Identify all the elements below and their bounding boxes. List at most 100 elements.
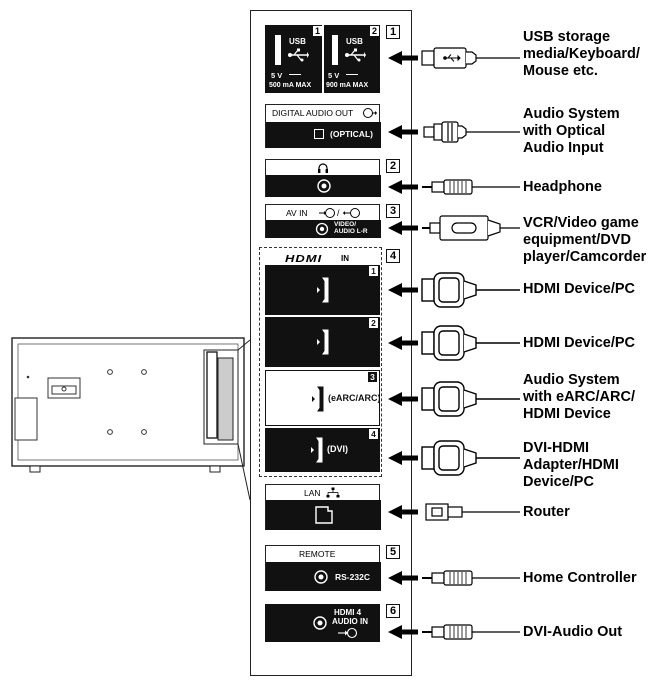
label-line: Mouse etc.: [523, 63, 598, 79]
hdmi-plug-icon: [421, 325, 520, 361]
usb-current: 900 mA MAX: [326, 82, 369, 89]
hdmi-port-number: 1: [369, 266, 378, 276]
jack-socket-icon: [313, 616, 327, 630]
usb-voltage: 5 V: [328, 71, 340, 80]
label-line: Audio Input: [523, 140, 604, 156]
label-router: Router: [523, 504, 570, 521]
remote-port[interactable]: REMOTE RS-232C: [265, 545, 381, 591]
hdmi-arrow-icon: [388, 336, 418, 350]
optical-cable-plug-icon: [423, 121, 520, 143]
label-line: USB storage: [523, 29, 611, 45]
hdmi-arrow-icon: [388, 283, 418, 297]
usb-port-number: 2: [370, 26, 379, 36]
hdmi-port-4[interactable]: 4 (DVI): [265, 428, 380, 472]
hdmi-arrow-icon: [388, 451, 418, 465]
lan-cable-plug-icon: [425, 503, 520, 521]
label-line: HDMI Device/PC: [523, 335, 636, 351]
hdmi-port-number: 3: [368, 372, 377, 382]
label-line: player/Camcorder: [523, 249, 647, 265]
label-headphone: Headphone: [523, 179, 602, 196]
input-arrow-icon: [338, 627, 358, 639]
usb-port-1[interactable]: USB 1 5 V 500 mA MAX: [265, 25, 322, 93]
usb-title: USB: [289, 37, 306, 46]
label-line: Audio System: [523, 372, 620, 388]
mini-jack-plug-icon: [422, 624, 520, 640]
optical-socket-icon: [314, 129, 324, 139]
usb-port-2[interactable]: USB 2 5 V 900 mA MAX: [324, 25, 380, 93]
hdmi-port-3[interactable]: 3 (eARC/ARC): [265, 370, 381, 426]
hdmi-plug-icon: [421, 440, 520, 476]
group-number-1: 1: [386, 25, 400, 39]
hdmi-logo: HDMI: [285, 252, 323, 265]
hdmi-socket-icon: [317, 277, 329, 303]
headphone-icon: [318, 163, 328, 173]
optical-audio-out-port[interactable]: DIGITAL AUDIO OUT (OPTICAL): [265, 104, 381, 148]
headphone-arrow-icon: [388, 180, 418, 194]
av-in-title: AV IN: [286, 208, 308, 218]
hdmi-socket-icon: [317, 329, 329, 355]
hdmi-port-2[interactable]: 2: [265, 317, 380, 367]
remote-label: RS-232C: [335, 572, 370, 582]
mini-jack-plug-icon: [422, 179, 520, 195]
group-number-3: 3: [386, 204, 400, 218]
svg-text:/: /: [337, 208, 340, 218]
lan-title: LAN: [304, 488, 321, 498]
headphone-port[interactable]: [265, 159, 381, 197]
label-line: VCR/Video game: [523, 215, 639, 231]
usb-symbol-icon: [345, 48, 366, 62]
output-arrow-icon: [363, 108, 377, 118]
hdmi-audio-line1: HDMI 4: [334, 608, 362, 617]
usb-current: 500 mA MAX: [269, 82, 312, 89]
av-cable-plug-icon: [422, 215, 520, 241]
optical-label: (OPTICAL): [330, 129, 373, 139]
hdmi-plug-icon: [421, 381, 520, 417]
mini-jack-plug-icon: [422, 570, 520, 586]
hdmi-audio-line2: AUDIO IN: [332, 617, 368, 626]
usb-symbol-icon: [288, 48, 309, 62]
lan-port[interactable]: LAN: [265, 484, 381, 530]
hdmi-arrow-icon: [388, 392, 418, 406]
group-number-2: 2: [386, 159, 400, 173]
label-line: with Optical: [523, 123, 606, 139]
usb-cable-plug-icon: [421, 47, 520, 69]
hdmi-plug-icon: [421, 272, 520, 308]
hdmi-socket-icon: [311, 437, 323, 463]
usb-slot-icon: [332, 35, 338, 65]
label-line: DVI-HDMI: [523, 440, 590, 456]
hdmi-audio-in-port[interactable]: HDMI 4 AUDIO IN: [265, 604, 380, 642]
remote-arrow-icon: [388, 571, 418, 585]
label-home-controller: Home Controller: [523, 570, 637, 587]
usb-port-group: USB 1 5 V 500 mA MAX USB 2 5 V: [265, 25, 380, 93]
lan-arrow-icon: [388, 505, 418, 519]
label-line: with eARC/ARC/: [523, 389, 635, 405]
usb-port-number: 1: [313, 26, 322, 36]
label-line: DVI-Audio Out: [523, 624, 623, 640]
label-line: Adapter/HDMI: [523, 457, 619, 473]
av-in-sub1: VIDEO/: [334, 221, 357, 228]
network-icon: [326, 487, 340, 498]
av-in-sub2: AUDIO L-R: [334, 228, 368, 235]
hdmi-group-outline: [259, 247, 382, 477]
hdmi-port-number: 4: [369, 429, 378, 439]
hdmi-port-1[interactable]: 1: [265, 265, 380, 315]
hdmi-header: HDMI IN: [265, 253, 380, 265]
hdmi-port-label: (DVI): [327, 444, 348, 454]
jack-socket-icon: [314, 570, 328, 584]
label-line: Router: [523, 504, 570, 520]
hdmi-port-number: 2: [369, 318, 378, 328]
hdmi-in-label: IN: [341, 254, 349, 263]
optical-title: DIGITAL AUDIO OUT: [272, 108, 354, 118]
group-number-5: 5: [386, 545, 400, 559]
label-hdmi2-device: HDMI Device/PC: [523, 335, 635, 352]
label-line: HDMI Device: [523, 406, 611, 422]
label-line: Home Controller: [523, 570, 637, 586]
av-arrow-icon: [388, 221, 418, 235]
av-in-port[interactable]: AV IN / VIDEO/ AUDIO L-R: [265, 204, 381, 238]
jack-socket-icon: [317, 179, 331, 193]
